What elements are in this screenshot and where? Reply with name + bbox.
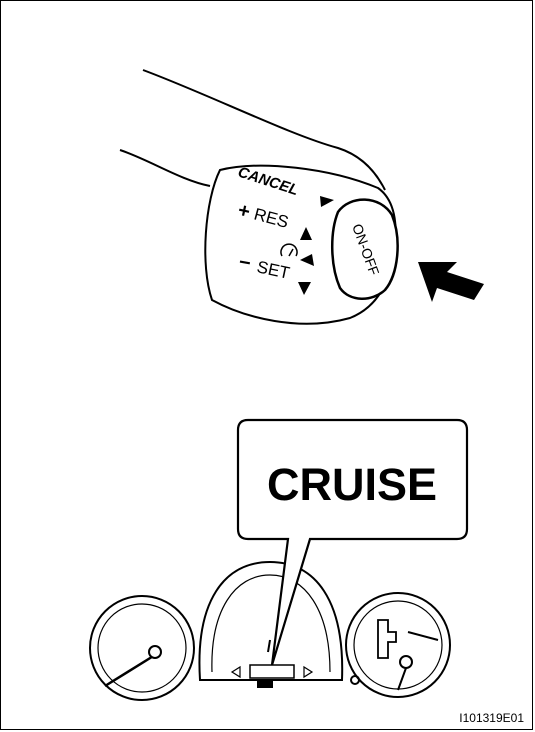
set-minus-sign: − bbox=[237, 251, 252, 275]
figure-id: I101319E01 bbox=[459, 711, 524, 725]
cruise-control-lever bbox=[119, 69, 399, 325]
cruise-indicator-lamp bbox=[257, 680, 273, 688]
left-gauge-needle bbox=[104, 653, 156, 688]
cruise-callout-bubble bbox=[236, 418, 469, 666]
combination-meter bbox=[89, 560, 451, 701]
on-off-button bbox=[330, 198, 399, 300]
triangle-arrow-icon bbox=[300, 227, 312, 240]
left-gauge bbox=[89, 595, 195, 701]
cruise-indicator-label: CRUISE bbox=[267, 459, 437, 510]
triangle-arrow-icon bbox=[298, 282, 311, 295]
triangle-arrow-icon bbox=[300, 254, 314, 266]
info-display bbox=[249, 664, 295, 679]
triangle-arrow-icon bbox=[320, 196, 334, 207]
center-speedometer bbox=[198, 560, 344, 681]
lever-stalk-top bbox=[142, 69, 386, 191]
right-gauge bbox=[345, 592, 451, 698]
fuel-pump-symbol bbox=[377, 619, 397, 659]
lever-stalk-bottom bbox=[119, 149, 211, 187]
res-plus-sign: + bbox=[236, 199, 252, 223]
pointing-arrow-icon bbox=[418, 262, 484, 302]
cruise-speedometer-icon bbox=[280, 243, 298, 257]
